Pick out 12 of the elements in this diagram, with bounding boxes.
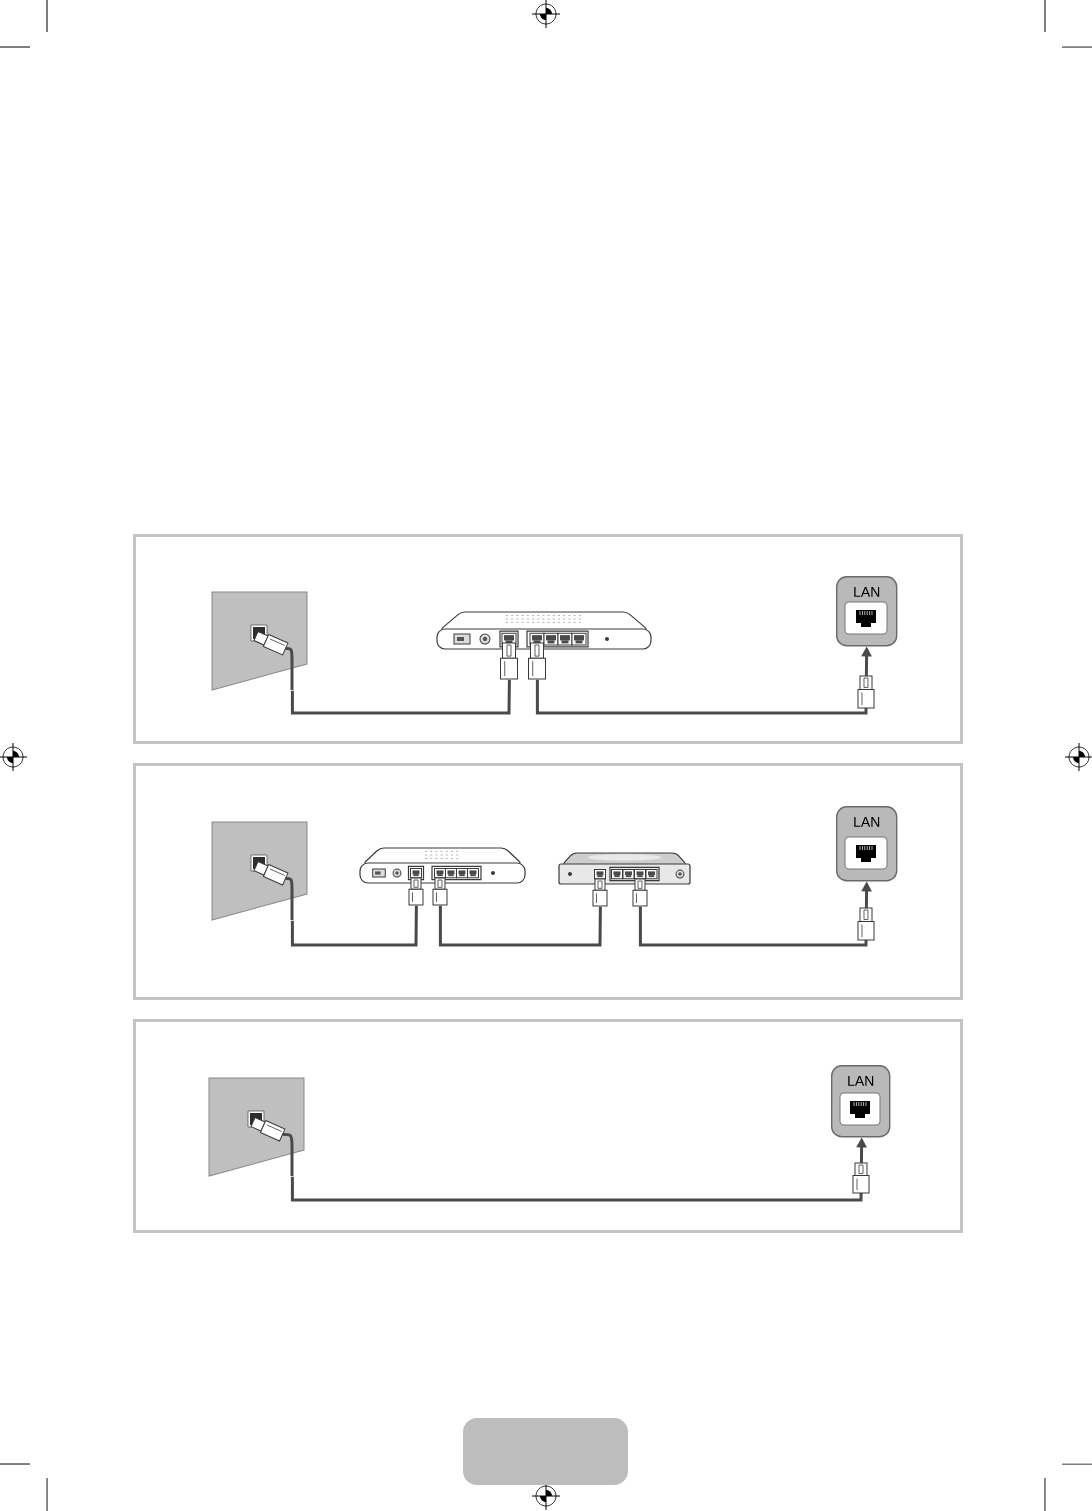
panel-frame <box>133 763 963 1000</box>
cable <box>438 905 602 947</box>
wall-jack-drawing <box>211 821 308 921</box>
wall-jack-drawing <box>208 1077 305 1177</box>
cable <box>290 679 511 715</box>
modem-drawing <box>436 611 652 680</box>
wall-jack-drawing <box>211 591 308 691</box>
router-drawing <box>558 852 691 907</box>
modem-drawing <box>359 847 526 906</box>
panel-frame <box>133 534 963 744</box>
panel-frame <box>133 1019 963 1233</box>
cable <box>290 905 418 947</box>
